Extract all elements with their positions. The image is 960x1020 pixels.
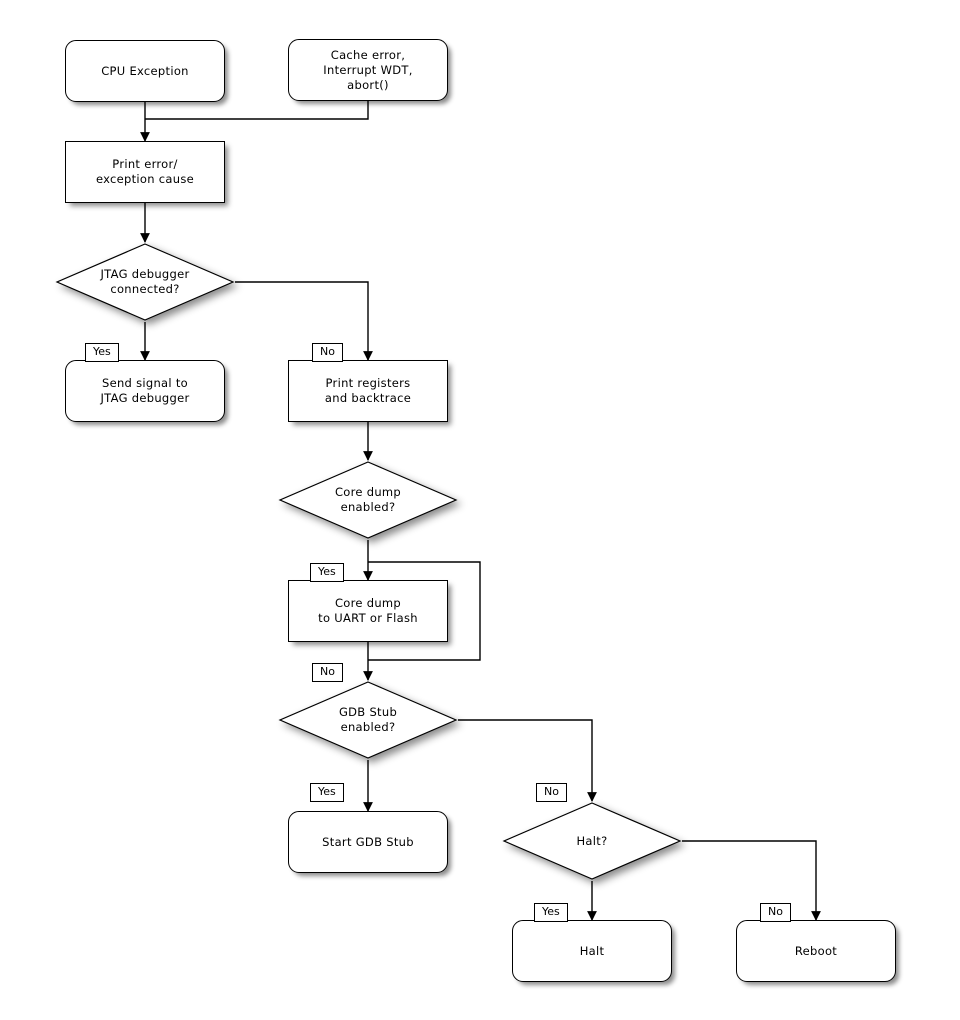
node-gdb-stub-enabled[interactable]: GDB Stub enabled? bbox=[278, 680, 458, 760]
edge-gdb-no bbox=[458, 719, 597, 802]
node-send-signal-to-jtag-debugger[interactable]: Send signal to JTAG debugger bbox=[65, 360, 225, 422]
node-print-registers-and-backtrace-label: Print registers and backtrace bbox=[324, 376, 412, 405]
node-start-gdb-stub[interactable]: Start GDB Stub bbox=[288, 811, 448, 873]
node-print-error-label: Print error/ exception cause bbox=[95, 157, 195, 186]
node-reboot[interactable]: Reboot bbox=[736, 920, 896, 982]
edge-halt-no bbox=[682, 840, 821, 921]
node-cache-error[interactable]: Cache error, Interrupt WDT, abort() bbox=[288, 39, 448, 101]
node-halt-label: Halt bbox=[579, 943, 605, 958]
diamond-shape bbox=[278, 461, 458, 539]
edge-cache-to-print bbox=[145, 101, 369, 120]
edge-label-halt-no: No bbox=[760, 903, 791, 922]
diamond-shape bbox=[502, 802, 682, 880]
node-jtag-debugger-connected[interactable]: JTAG debugger connected? bbox=[55, 242, 235, 322]
edge-label-gdbstub-no: No bbox=[536, 783, 567, 802]
node-gdb-stub-enabled-label: GDB Stub enabled? bbox=[338, 705, 398, 734]
edge-label-jtag-yes: Yes bbox=[85, 343, 119, 362]
node-send-signal-to-jtag-debugger-label: Send signal to JTAG debugger bbox=[100, 376, 190, 405]
edge-label-coredump-yes: Yes bbox=[310, 563, 344, 582]
edge-label-gdbstub-yes: Yes bbox=[310, 783, 344, 802]
node-cache-error-label: Cache error, Interrupt WDT, abort() bbox=[323, 47, 413, 92]
edge-jtag-no bbox=[235, 281, 373, 361]
node-print-error[interactable]: Print error/ exception cause bbox=[65, 141, 225, 203]
node-halt-question[interactable]: Halt? bbox=[502, 801, 682, 881]
node-core-dump-to-uart-or-flash[interactable]: Core dump to UART or Flash bbox=[288, 580, 448, 642]
edge-label-halt-yes: Yes bbox=[534, 903, 568, 922]
node-core-dump-enabled-label: Core dump enabled? bbox=[334, 485, 402, 514]
node-core-dump-enabled[interactable]: Core dump enabled? bbox=[278, 460, 458, 540]
node-cpu-exception-label: CPU Exception bbox=[101, 63, 189, 78]
edge-label-coredump-no: No bbox=[312, 663, 343, 682]
node-start-gdb-stub-label: Start GDB Stub bbox=[322, 834, 414, 849]
node-jtag-debugger-connected-label: JTAG debugger connected? bbox=[100, 267, 190, 296]
diamond-shape bbox=[278, 681, 458, 759]
edge-label-jtag-no: No bbox=[312, 343, 343, 362]
diamond-shape bbox=[55, 243, 235, 321]
node-reboot-label: Reboot bbox=[794, 943, 838, 958]
node-print-registers-and-backtrace[interactable]: Print registers and backtrace bbox=[288, 360, 448, 422]
node-halt-question-label: Halt? bbox=[576, 833, 608, 848]
node-cpu-exception[interactable]: CPU Exception bbox=[65, 40, 225, 102]
node-core-dump-to-uart-or-flash-label: Core dump to UART or Flash bbox=[318, 596, 418, 625]
node-halt[interactable]: Halt bbox=[512, 920, 672, 982]
